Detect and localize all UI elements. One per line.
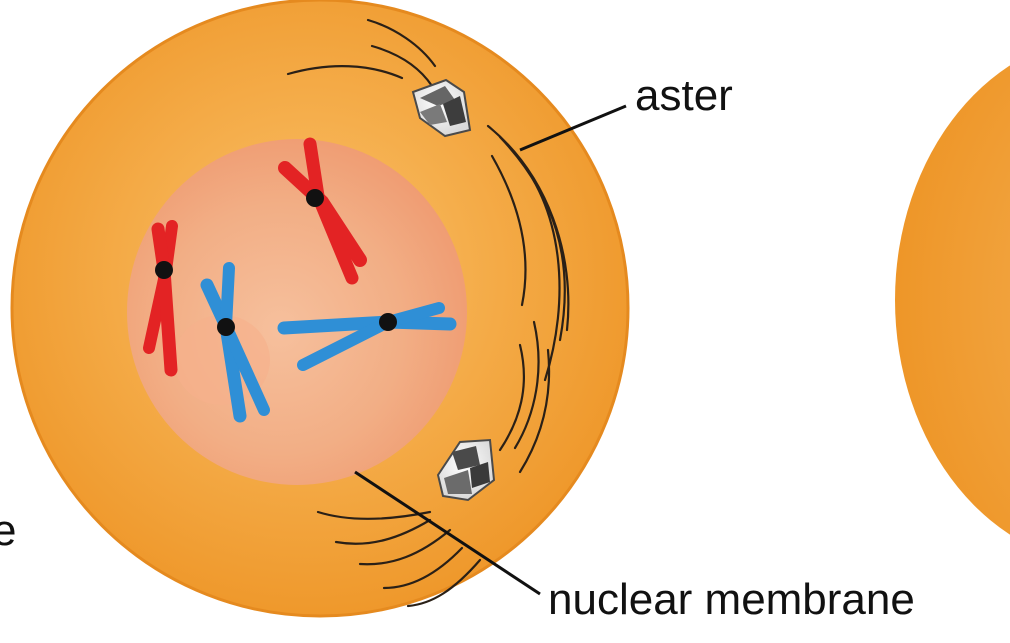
- aster-label: aster: [635, 71, 733, 120]
- aster-leader-line: [519, 104, 627, 152]
- left-edge-label-fragment: e: [0, 506, 16, 555]
- spindle-fibers: [286, 18, 570, 608]
- chromosome-red-top: [278, 137, 367, 285]
- chromosome-red-left: [143, 220, 178, 377]
- chromosome-blue-left: [200, 262, 270, 423]
- nuclear-membrane-leader-line: [354, 470, 541, 596]
- upper-centrosome: [411, 78, 472, 138]
- lower-centrosome: [436, 438, 496, 502]
- nuclear-membrane-label: nuclear membrane: [548, 575, 915, 624]
- neighbor-cell: [895, 65, 1010, 535]
- chromosome-blue-right: [277, 302, 457, 371]
